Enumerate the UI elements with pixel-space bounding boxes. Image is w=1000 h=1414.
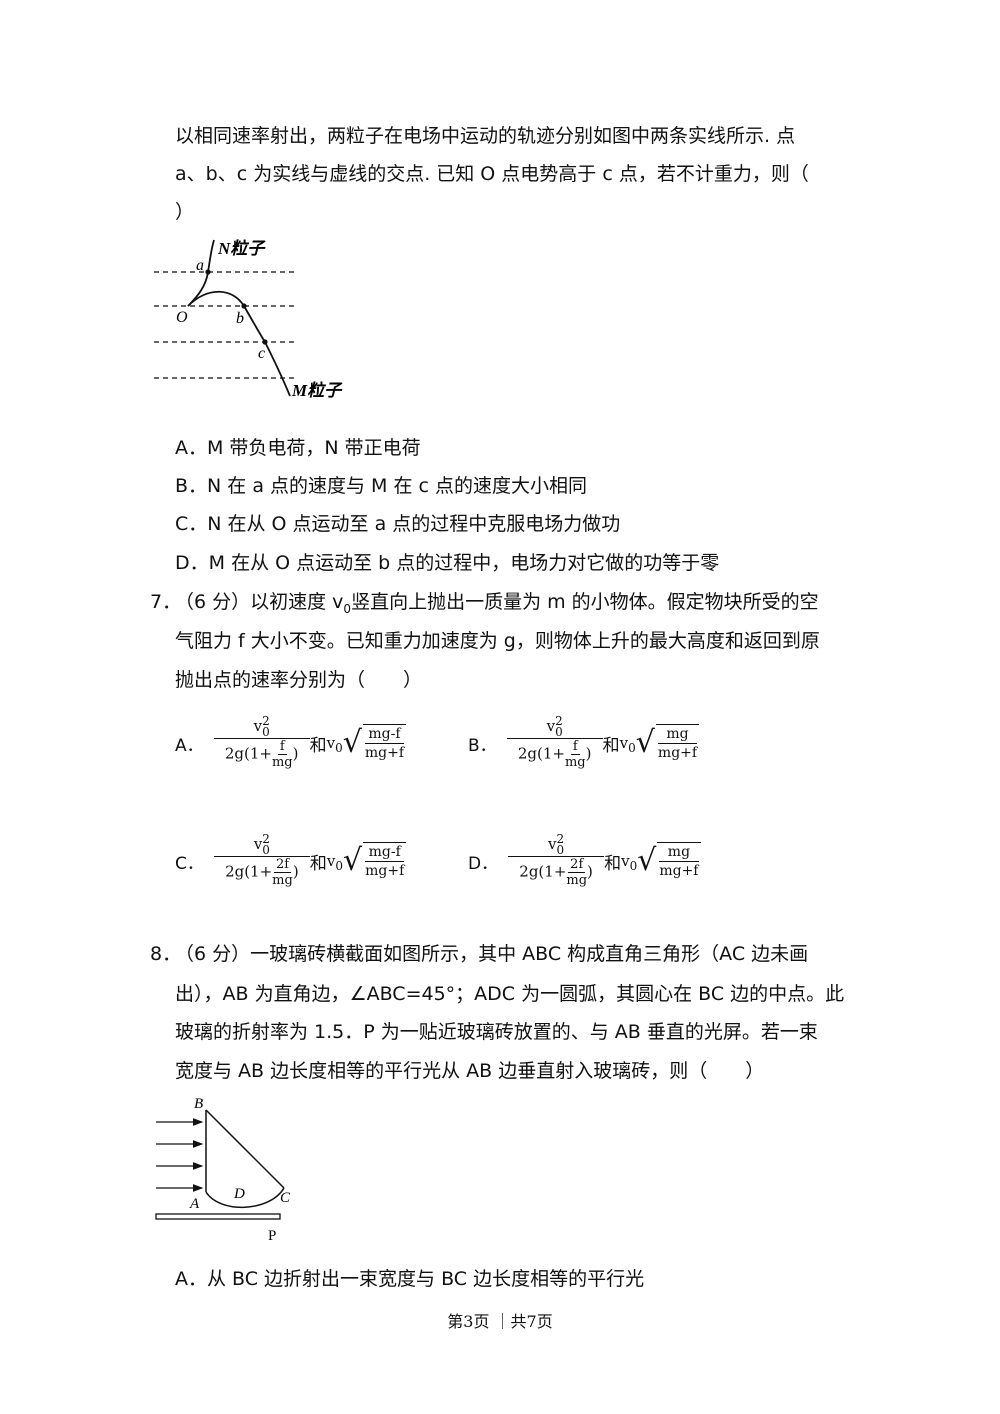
q7-v0-subscript: 0 — [343, 602, 352, 616]
q7-option-letter: C． — [175, 853, 204, 874]
q7-number: 7． — [150, 591, 182, 613]
label-b: B — [194, 1096, 203, 1112]
q8-text-line2: 出），AB 为直角边，∠ABC=45°；ADC 为一圆弧，其圆心在 BC 边的中… — [175, 983, 845, 1005]
q7-line1-part-a: （6 分）以初速度 v — [175, 591, 344, 613]
point-a-dot — [205, 269, 211, 275]
m-particle-trajectory — [187, 290, 291, 397]
q7-text-line2: 气阻力 f 大小不变。已知重力加速度为 g，则物体上升的最大高度和返回到原 — [175, 630, 820, 652]
q6-option-c[interactable]: C．N 在从 O 点运动至 a 点的过程中克服电场力做功 — [175, 513, 621, 535]
and-text: 和 — [604, 853, 622, 874]
point-b-dot — [241, 303, 247, 309]
point-c-dot — [262, 339, 268, 345]
page-footer: 第3页 ｜共7页 — [447, 1312, 553, 1331]
light-screen-p — [155, 1213, 281, 1220]
label-a: a — [196, 257, 204, 274]
q8-text-line3: 玻璃的折射率为 1.5．P 为一贴近玻璃砖放置的、与 AB 垂直的光屏。若一束 — [175, 1021, 818, 1043]
q7-option-letter: B． — [468, 735, 497, 756]
label-c: c — [258, 345, 265, 362]
label-c: C — [280, 1190, 291, 1206]
label-n-particle: N粒子 — [217, 239, 266, 258]
q8-number: 8． — [150, 943, 182, 965]
edge-bc — [205, 1109, 285, 1189]
and-text: 和 — [309, 853, 327, 874]
q6-option-b[interactable]: B．N 在 a 点的速度与 M 在 c 点的速度大小相同 — [175, 475, 588, 497]
q6-text-line2: a、b、c 为实线与虚线的交点. 已知 O 点电势高于 c 点，若不计重力，则（ — [175, 163, 809, 185]
q8-option-a[interactable]: A．从 BC 边折射出一束宽度与 BC 边长度相等的平行光 — [175, 1268, 645, 1290]
q7-text-line3: 抛出点的速率分别为（ ） — [175, 669, 423, 691]
q6-option-d[interactable]: D．M 在从 O 点运动至 b 点的过程中，电场力对它做的功等于零 — [175, 552, 720, 574]
q7-option-letter: A． — [175, 735, 204, 756]
arc-adc — [205, 1187, 285, 1209]
and-text: 和 — [602, 735, 620, 756]
q7-text-line1: （6 分）以初速度 v0竖直向上抛出一质量为 m 的小物体。假定物块所受的空 — [175, 588, 819, 618]
and-text: 和 — [309, 735, 327, 756]
glass-brick-figure: B A D C P — [155, 1096, 291, 1244]
q7-option-letter: D． — [468, 853, 499, 874]
label-b: b — [236, 310, 244, 327]
q6-text-line1: 以相同速率射出，两粒子在电场中运动的轨迹分别如图中两条实线所示. 点 — [175, 125, 796, 147]
label-p: P — [268, 1228, 276, 1244]
label-a: A — [189, 1196, 200, 1212]
label-m-particle: M粒子 — [291, 381, 343, 400]
q6-option-a[interactable]: A．M 带负电荷，N 带正电荷 — [175, 437, 421, 459]
particle-trajectory-figure: N粒子 M粒子 a b c O — [154, 239, 343, 400]
q8-text-line1: （6 分）一玻璃砖横截面如图所示，其中 ABC 构成直角三角形（AC 边未画 — [175, 943, 809, 965]
q6-text-line3: ） — [175, 201, 195, 223]
label-d: D — [233, 1186, 245, 1202]
label-o: O — [176, 309, 188, 326]
q7-line1-part-b: 竖直向上抛出一质量为 m 的小物体。假定物块所受的空 — [351, 591, 819, 613]
q8-text-line4: 宽度与 AB 边长度相等的平行光从 AB 边垂直射入玻璃砖，则（ ） — [175, 1060, 765, 1082]
